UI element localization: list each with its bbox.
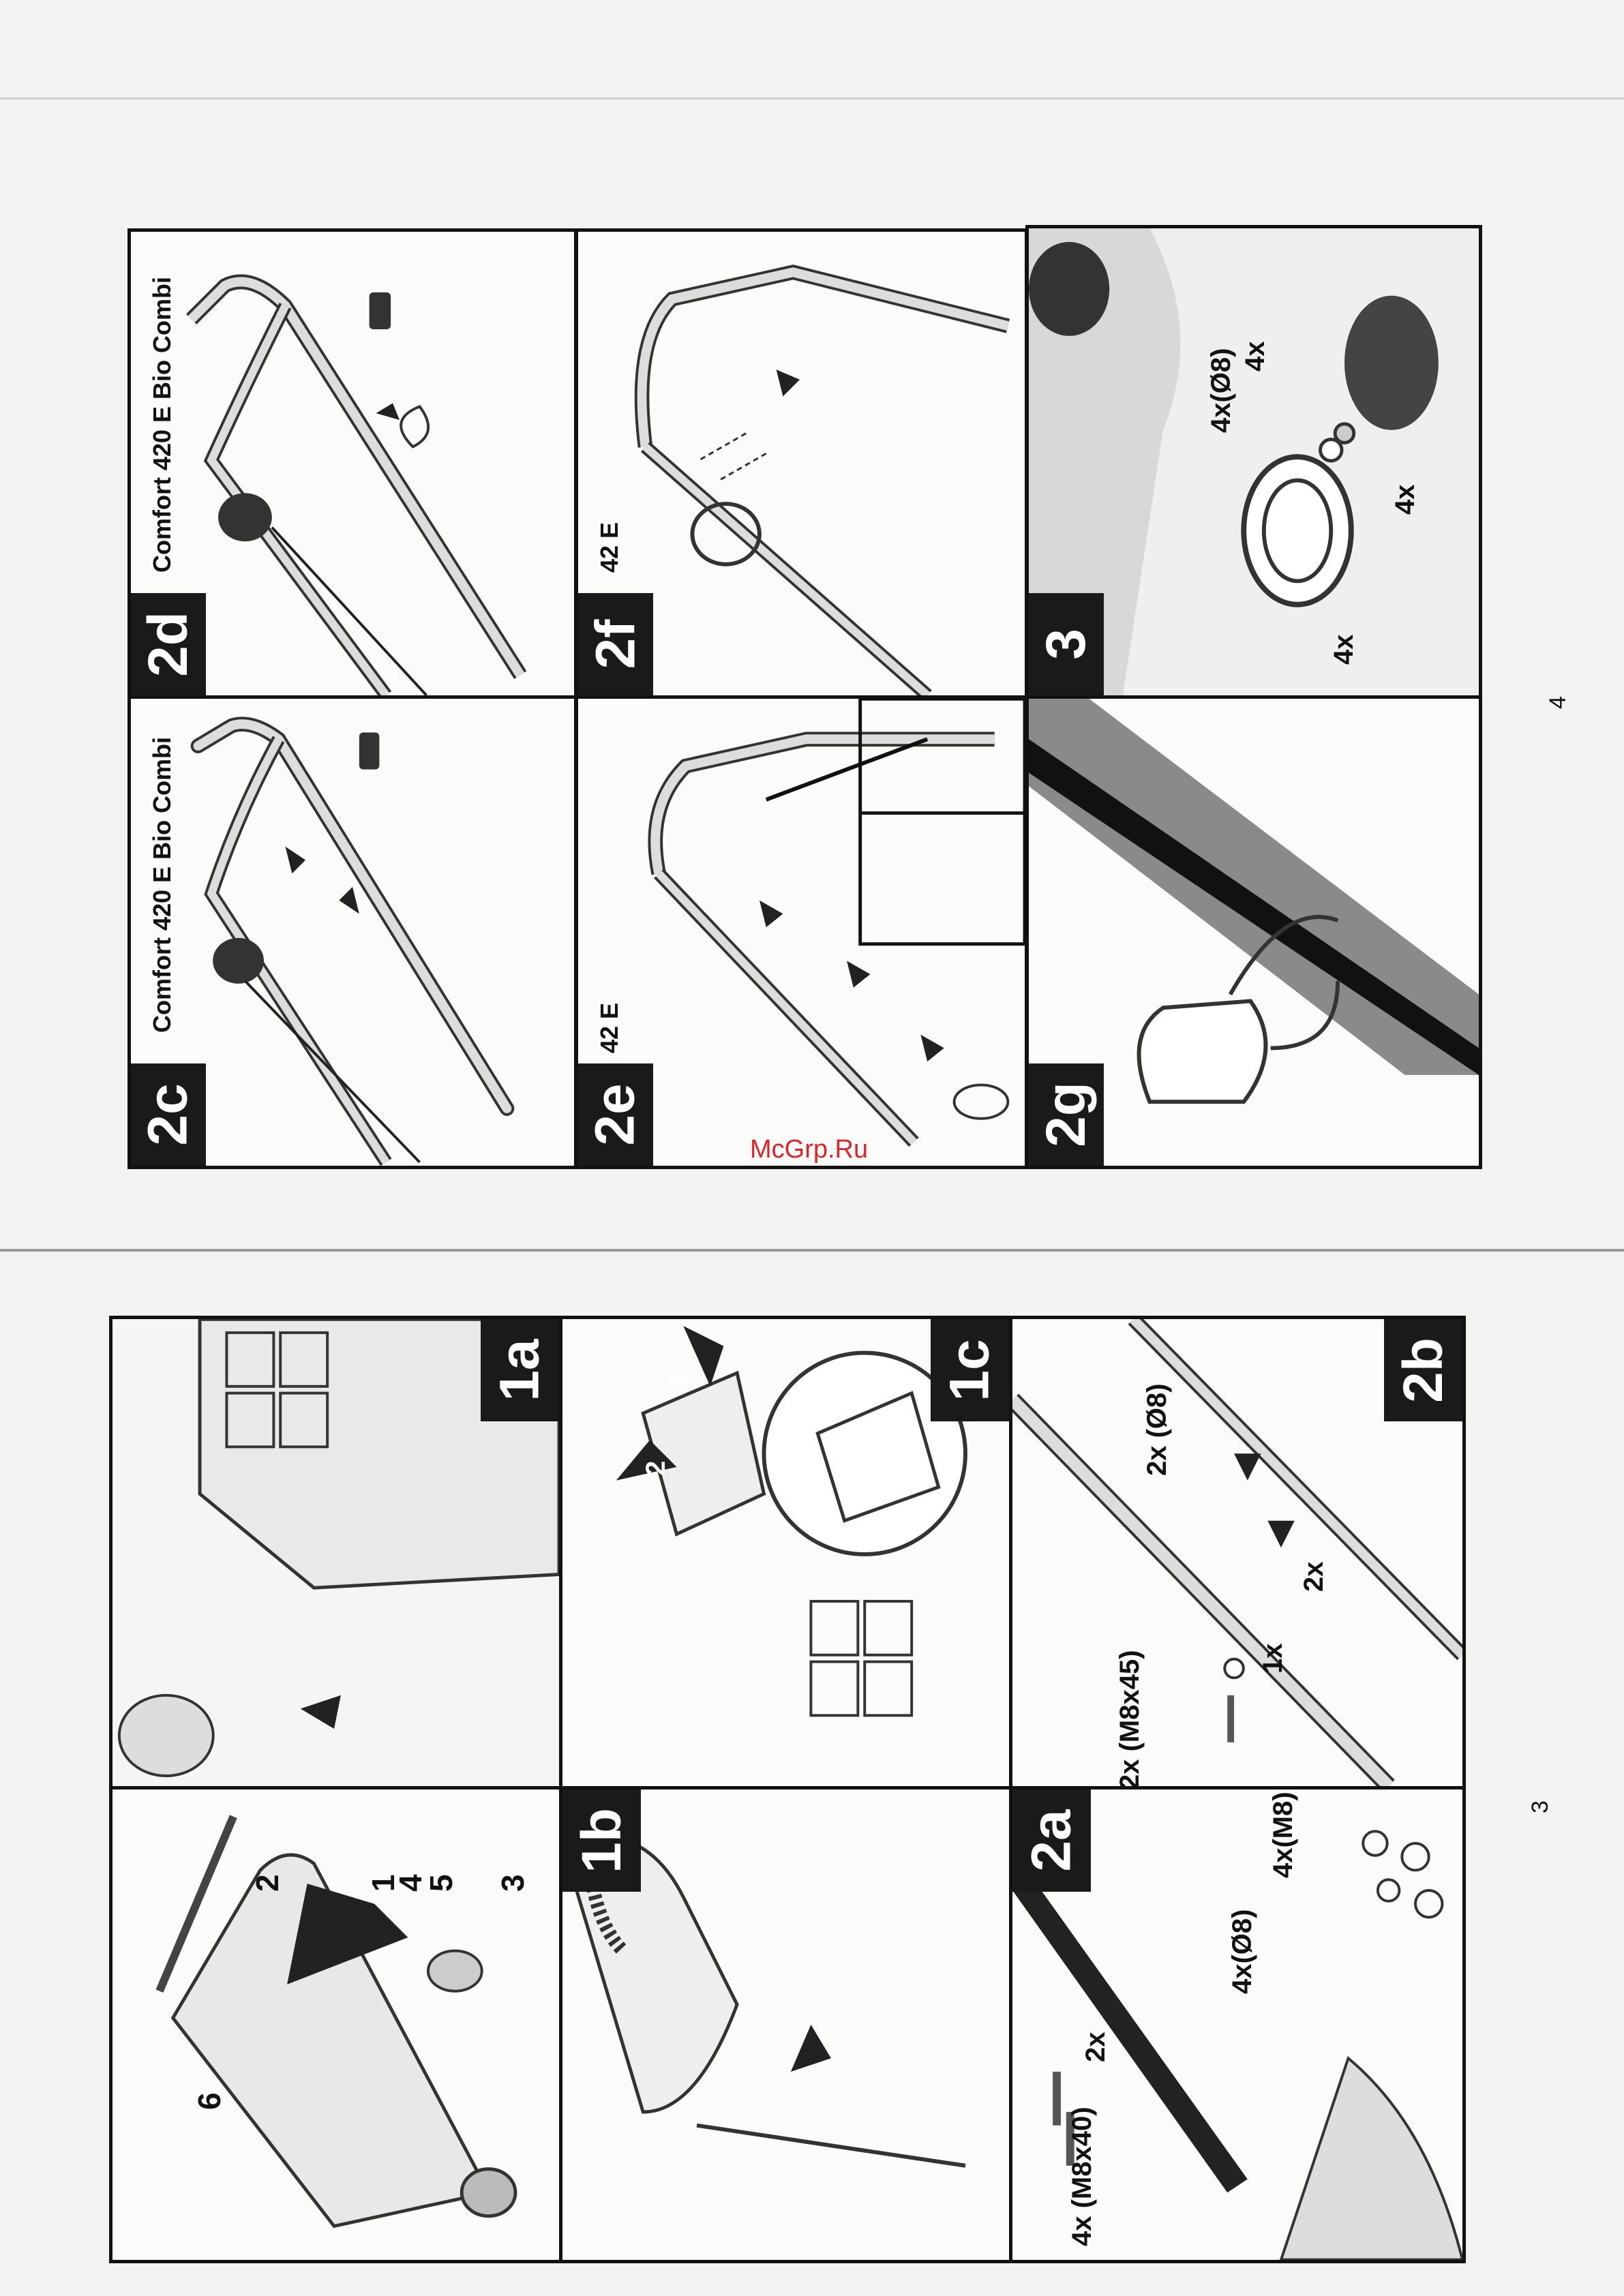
label-3-wheel-rear: 4x [1240,342,1271,372]
model-title-2f: 42 E [595,522,624,573]
step-tag-2b: 2b [1384,1319,1462,1421]
panel-3: 3 4x(Ø8) 4x 4x 4x [1025,225,1482,699]
model-title-2e: 42 E [595,1003,624,1053]
watermark: McGrp.Ru [750,1135,868,1164]
panel-1-overview: 6 2 1 4 5 3 [109,1786,562,2263]
illustration-1-mower [112,1789,559,2260]
label-2b-knob: 2x [1299,1562,1329,1592]
label-2b-washer: 2x (Ø8) [1142,1383,1173,1476]
callout-5: 5 [423,1874,460,1892]
panel-2g: 2g [1025,695,1482,1169]
panel-1b: 1b [559,1786,1012,2263]
page-number-right: 4 [1545,696,1572,709]
model-title-2d: Comfort 420 E Bio Combi [148,277,177,573]
callout-6: 6 [191,2092,228,2110]
arrow-label-2: 2 [641,1461,672,1476]
step-tag-1b: 1b [562,1789,641,1892]
arrow-label-1: 1 [665,1372,695,1387]
label-3-nut: 4x [1390,485,1421,515]
center-fold-line [0,1249,1624,1252]
step-tag-2g: 2g [1029,1063,1104,1166]
panel-2c: 2c Comfort 420 E Bio Combi [127,695,577,1169]
panel-1a: 1a [109,1316,562,1789]
callout-2: 2 [249,1874,286,1892]
label-2a-tube: 2x [1081,2032,1111,2063]
label-2a-washers: 4x(Ø8) [1227,1909,1258,1995]
step-tag-2e: 2e [578,1063,653,1166]
panel-2f: 2f 42 E [575,228,1028,699]
step-tag-2d: 2d [131,593,206,695]
label-2b-bolt: 2x (M8x45) [1115,1650,1145,1789]
label-3-wheel-front: 4x [1329,635,1359,665]
step-tag-2f: 2f [578,593,653,695]
label-2b-clip: 1x [1258,1644,1289,1674]
step-tag-2c: 2c [131,1063,206,1166]
step-tag-1a: 1a [481,1319,559,1421]
step-tag-2a: 2a [1012,1789,1091,1892]
top-scan-line [0,97,1624,100]
step-tag-1c: 1c [931,1319,1009,1421]
label-2a-bolts: 4x (M8x40) [1067,2106,1098,2246]
label-2a-nuts: 4x(M8) [1268,1792,1299,1878]
panel-2b: 2b 2x (Ø8) 2x 1x 2x (M8x45) [1009,1316,1466,1789]
panel-2a: 2a 2x 4x (M8x40) 4x(Ø8) 4x(M8) [1009,1786,1466,2263]
panel-2d: 2d Comfort 420 E Bio Combi [127,228,577,699]
label-3-washer: 4x(Ø8) [1206,348,1237,434]
model-title-2c: Comfort 420 E Bio Combi [148,737,177,1033]
page-number-left: 3 [1527,1800,1554,1813]
panel-1c: 1c 1 2 [559,1316,1012,1789]
callout-3: 3 [494,1874,531,1892]
panel-2e: 2e 42 E [575,695,1028,1169]
step-tag-3: 3 [1029,593,1104,695]
